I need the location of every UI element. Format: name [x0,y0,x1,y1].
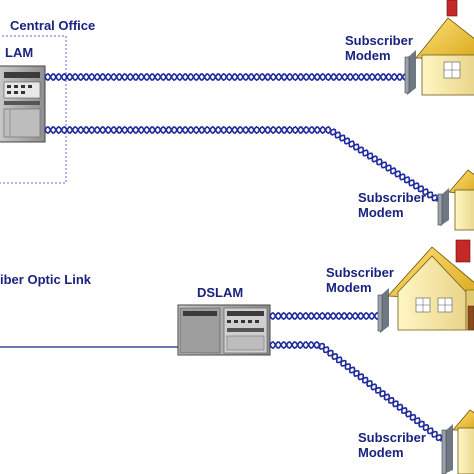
subscriber-label-line: Subscriber [345,33,413,48]
twisted-pair-wire [44,125,440,202]
modem-icon [404,50,416,95]
modem-label-line: Modem [345,48,391,63]
twisted-pair-wire [269,340,443,442]
twisted-pair-wire [44,125,438,202]
subscriber-modem-label: Subscriber Modem [358,190,438,220]
modem-label-line: Modem [358,205,404,220]
subscriber-label-line: Subscriber [326,265,394,280]
modem-icon [441,424,453,474]
twisted-pair-wire [269,311,378,321]
subscriber-modem-label: Subscriber Modem [358,430,438,460]
dslam-rack-icon [177,304,271,356]
house-icon [448,169,474,231]
central-office-label: Central Office [10,18,96,33]
modem-label-line: Modem [358,445,404,460]
fiber-optic-link-label: iber Optic Link [0,272,92,287]
twisted-pair-wire [44,72,406,82]
central-office-boundary [0,35,67,184]
modem-label-line: Modem [326,280,372,295]
subscriber-label-line: Subscriber [358,190,426,205]
twisted-pair-cables [44,72,444,442]
dslam-rack-icon [0,65,46,143]
house-icon [415,0,474,96]
house-icon [452,409,474,474]
twisted-pair-wire [44,72,406,82]
house-icon [387,239,474,331]
subscriber-label-line: Subscriber [358,430,426,445]
subscriber-modem-label: Subscriber Modem [345,33,425,63]
dslam-label-bottom: DSLAM [197,285,244,300]
modem-icon [377,288,389,333]
subscriber-modem-label: Subscriber Modem [326,265,406,295]
twisted-pair-wire [269,311,378,321]
twisted-pair-wire [269,340,444,442]
chimney-icon [446,0,458,17]
chimney-icon [455,239,471,263]
dslam-label-top: LAM [5,45,34,60]
modem-icon [437,188,449,226]
